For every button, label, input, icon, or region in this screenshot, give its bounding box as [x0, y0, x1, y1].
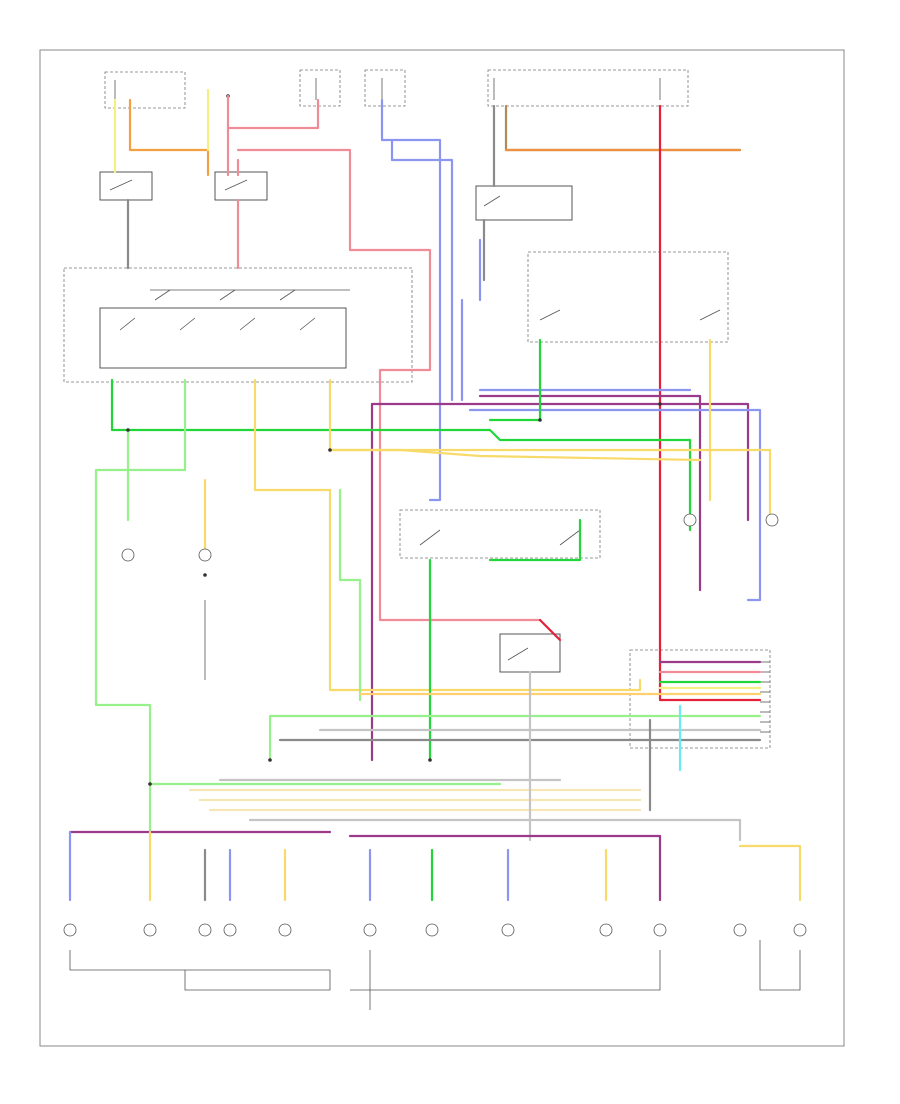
lamp-bottom-8 [501, 923, 515, 937]
switch-box-right [214, 171, 268, 201]
fuse-block-top [104, 69, 689, 109]
lamp-bottom-6 [363, 923, 377, 937]
lamp-bottom-10 [653, 923, 667, 937]
lamp-switch-upper-right [527, 251, 729, 343]
dimmer-relay-box [475, 185, 573, 221]
diagram-frame [39, 49, 845, 1047]
lamps [63, 513, 807, 937]
lamp-right-marker-1 [683, 513, 697, 527]
lamp-bottom-1 [63, 923, 77, 937]
turn-signal-section [99, 307, 347, 369]
multifunction-switch-frame [63, 267, 413, 383]
switch-box-left [99, 171, 153, 201]
relay-switches [99, 171, 573, 221]
upper-right-frame [527, 251, 729, 343]
lamp-bottom-9 [599, 923, 613, 937]
lamp-bottom-12 [793, 923, 807, 937]
hazard-switch [399, 509, 601, 559]
brake-switch [499, 633, 561, 673]
fuse-box-3 [364, 69, 406, 107]
fuse-box-1 [104, 71, 186, 109]
fuse-box-4 [487, 69, 689, 107]
lamp-left-turn-front [121, 548, 135, 562]
connector-block [629, 649, 771, 749]
junction-dots [126, 402, 662, 786]
multifunction-switch [63, 267, 413, 383]
lamp-right-turn-front [198, 548, 212, 562]
lamp-bottom-5 [278, 923, 292, 937]
wires [68, 88, 802, 1010]
lamp-bottom-2 [143, 923, 157, 937]
lamp-bottom-3 [198, 923, 212, 937]
lamp-bottom-4 [223, 923, 237, 937]
fuse-box-2 [299, 69, 341, 107]
lamp-right-marker-2 [765, 513, 779, 527]
lamp-bottom-11 [733, 923, 747, 937]
hazard-switch-frame [399, 509, 601, 559]
lamp-bottom-7 [425, 923, 439, 937]
brake-switch-box [499, 633, 561, 673]
connector-block-frame [629, 649, 771, 749]
